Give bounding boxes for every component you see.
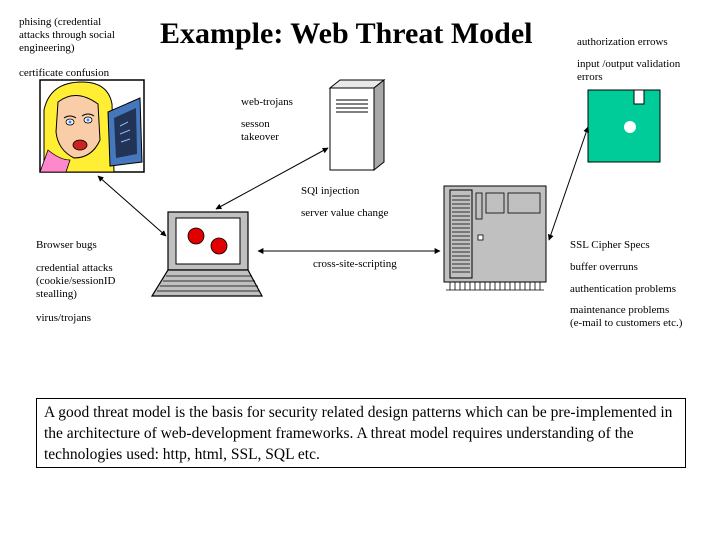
label-ssl-cipher: SSL Cipher Specs bbox=[570, 239, 650, 251]
arrow-laptop-webserver bbox=[215, 147, 329, 210]
label-session-takeover: sesson takeover bbox=[241, 118, 279, 143]
connector-arrows bbox=[97, 126, 590, 254]
label-web-trojans: web-trojans bbox=[241, 96, 293, 108]
label-authorization-errors: authorization errows bbox=[577, 36, 668, 48]
label-virus-trojans: virus/trojans bbox=[36, 312, 91, 324]
label-maintenance-problems: maintenance problems (e-mail to customer… bbox=[570, 304, 683, 329]
label-credential-attacks: credential attacks (cookie/sessionID ste… bbox=[36, 262, 116, 300]
label-cross-site-scripting: cross-site-scripting bbox=[313, 258, 397, 270]
label-certificate-confusion: certificate confusion bbox=[19, 67, 110, 79]
label-server-value-change: server value change bbox=[301, 207, 389, 219]
woman-clipart bbox=[39, 79, 145, 173]
label-io-validation: input /output validation errors bbox=[577, 58, 681, 83]
arrow-woman-laptop bbox=[97, 175, 167, 237]
caption-box: A good threat model is the basis for sec… bbox=[36, 398, 686, 468]
page-title: Example: Web Threat Model bbox=[160, 17, 533, 50]
label-authentication-problems: authentication problems bbox=[570, 283, 676, 295]
label-buffer-overruns: buffer overruns bbox=[570, 261, 638, 273]
label-phishing: phising (credential attacks through soci… bbox=[19, 16, 115, 54]
floppy-disk-icon bbox=[587, 89, 661, 163]
laptop-icon bbox=[150, 211, 264, 297]
app-server-icon bbox=[443, 185, 547, 291]
arrow-appserver-disk bbox=[547, 126, 590, 241]
web-server-icon bbox=[328, 78, 386, 172]
label-browser-bugs: Browser bugs bbox=[36, 239, 97, 251]
